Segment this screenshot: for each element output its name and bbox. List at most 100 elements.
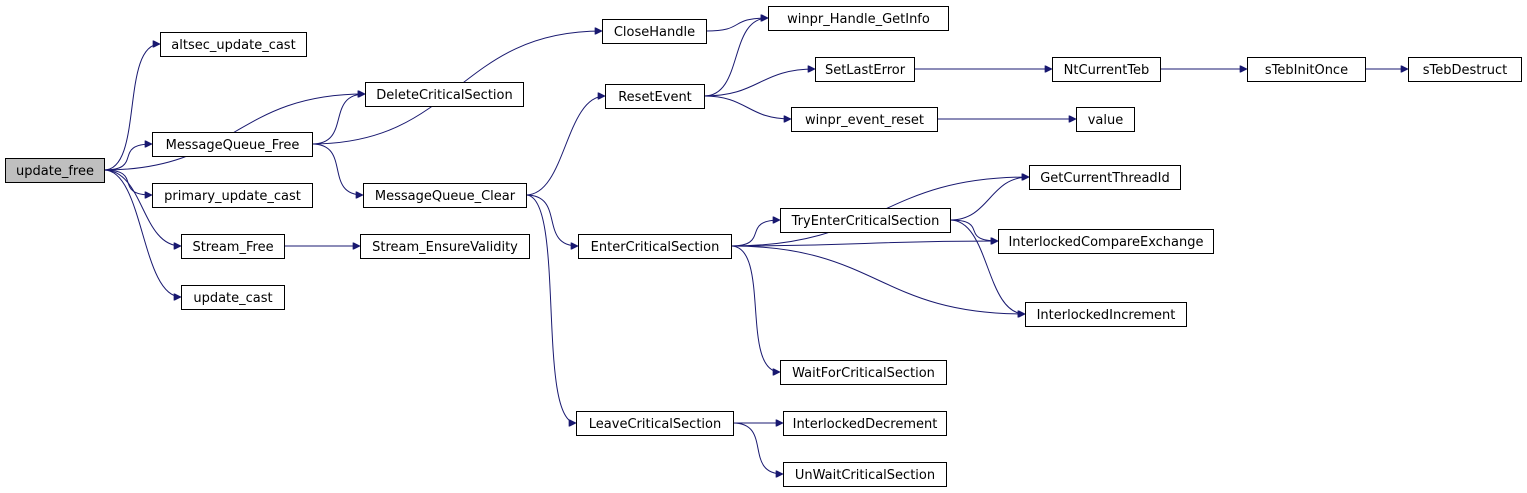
node-InterlockedIncrement[interactable]: InterlockedIncrement (1025, 302, 1187, 327)
node-box (181, 234, 285, 259)
node-update_cast[interactable]: update_cast (181, 285, 285, 310)
node-box (578, 234, 732, 259)
edge-MessageQueue_Clear-to-LeaveCriticalSection (525, 194, 576, 423)
edge-EnterCriticalSection-to-WaitForCriticalSection (730, 245, 780, 372)
node-label: ResetEvent (618, 90, 692, 105)
node-label: WaitForCriticalSection (792, 366, 935, 381)
edge-MessageQueue_Free-to-MessageQueue_Clear (311, 143, 363, 195)
node-primary_update_cast[interactable]: primary_update_cast (152, 183, 313, 208)
edge-TryEnterCriticalSection-to-InterlockedIncrement (949, 219, 1025, 314)
edge-TryEnterCriticalSection-to-InterlockedCompareExchange (949, 219, 998, 241)
node-EnterCriticalSection[interactable]: EnterCriticalSection (578, 234, 732, 259)
node-box (363, 183, 527, 208)
node-Stream_Free[interactable]: Stream_Free (181, 234, 285, 259)
edge-TryEnterCriticalSection-to-GetCurrentThreadId (949, 177, 1029, 221)
node-winpr_event_reset[interactable]: winpr_event_reset (791, 107, 938, 132)
node-InterlockedCompareExchange[interactable]: InterlockedCompareExchange (998, 229, 1214, 254)
node-box (780, 208, 951, 233)
node-WaitForCriticalSection[interactable]: WaitForCriticalSection (780, 360, 947, 385)
node-InterlockedDecrement[interactable]: InterlockedDecrement (783, 411, 947, 436)
node-label: UnWaitCriticalSection (795, 468, 935, 483)
edge-ResetEvent-to-SetLastError (703, 69, 815, 97)
node-box (1247, 57, 1366, 82)
node-label: TryEnterCriticalSection (791, 214, 940, 229)
node-altsec_update_cast[interactable]: altsec_update_cast (160, 32, 307, 57)
node-layer: update_free altsec_update_castDeleteCriti… (5, 6, 1522, 487)
node-box (605, 84, 705, 109)
edge-update_free-to-MessageQueue_Free (103, 144, 152, 171)
node-box (1025, 302, 1187, 327)
node-label: NtCurrentTeb (1064, 63, 1150, 78)
node-TryEnterCriticalSection[interactable]: TryEnterCriticalSection (780, 208, 951, 233)
node-label: InterlockedIncrement (1037, 308, 1176, 323)
node-UnWaitCriticalSection[interactable]: UnWaitCriticalSection (783, 462, 947, 487)
edge-MessageQueue_Clear-to-ResetEvent (525, 96, 605, 196)
node-box (181, 285, 285, 310)
node-box (1029, 165, 1181, 190)
node-update_free[interactable]: update_free (5, 158, 105, 183)
edge-ResetEvent-to-winpr_Handle_GetInfo (703, 18, 768, 97)
node-box (160, 32, 307, 57)
node-label: update_free (16, 164, 94, 179)
node-label: LeaveCriticalSection (589, 417, 721, 432)
node-box (815, 57, 915, 82)
node-box (783, 462, 947, 487)
node-label: InterlockedCompareExchange (1008, 235, 1203, 250)
node-box (998, 229, 1214, 254)
node-label: GetCurrentThreadId (1040, 171, 1170, 186)
edge-EnterCriticalSection-to-InterlockedIncrement (730, 245, 1025, 314)
node-box (602, 19, 707, 44)
edge-EnterCriticalSection-to-InterlockedCompareExchange (730, 241, 998, 247)
node-label: EnterCriticalSection (591, 240, 720, 255)
node-label: winpr_event_reset (805, 113, 924, 128)
node-box (5, 158, 105, 183)
node-box (152, 132, 313, 157)
node-label: Stream_Free (192, 240, 273, 255)
node-box (576, 411, 734, 436)
node-label: DeleteCriticalSection (376, 88, 512, 103)
node-box (1052, 57, 1161, 82)
node-sTebInitOnce[interactable]: sTebInitOnce (1247, 57, 1366, 82)
node-box (360, 234, 530, 259)
node-label: MessageQueue_Clear (375, 189, 516, 204)
node-label: sTebDestruct (1423, 63, 1507, 78)
node-box (780, 360, 947, 385)
edge-update_free-to-Stream_Free (103, 169, 181, 246)
edge-MessageQueue_Free-to-DeleteCriticalSection (311, 94, 365, 145)
node-ResetEvent[interactable]: ResetEvent (605, 84, 705, 109)
node-label: SetLastError (825, 63, 906, 78)
edge-CloseHandle-to-winpr_Handle_GetInfo (705, 18, 768, 32)
node-box (1076, 107, 1135, 132)
node-label: value (1088, 113, 1124, 128)
node-label: update_cast (193, 291, 272, 306)
node-GetCurrentThreadId[interactable]: GetCurrentThreadId (1029, 165, 1181, 190)
node-box (365, 82, 524, 107)
node-label: InterlockedDecrement (793, 417, 938, 432)
node-CloseHandle[interactable]: CloseHandle (602, 19, 707, 44)
node-label: Stream_EnsureValidity (372, 240, 518, 255)
node-Stream_EnsureValidity[interactable]: Stream_EnsureValidity (360, 234, 530, 259)
node-winpr_Handle_GetInfo[interactable]: winpr_Handle_GetInfo (768, 6, 949, 31)
node-label: winpr_Handle_GetInfo (787, 12, 930, 27)
node-label: primary_update_cast (164, 189, 301, 204)
node-NtCurrentTeb[interactable]: NtCurrentTeb (1052, 57, 1161, 82)
node-MessageQueue_Clear[interactable]: MessageQueue_Clear (363, 183, 527, 208)
node-box (783, 411, 947, 436)
edge-MessageQueue_Clear-to-EnterCriticalSection (525, 194, 578, 246)
node-label: CloseHandle (614, 25, 695, 40)
node-DeleteCriticalSection[interactable]: DeleteCriticalSection (365, 82, 524, 107)
node-label: altsec_update_cast (171, 38, 295, 53)
node-MessageQueue_Free[interactable]: MessageQueue_Free (152, 132, 313, 157)
node-LeaveCriticalSection[interactable]: LeaveCriticalSection (576, 411, 734, 436)
edge-layer (103, 18, 1408, 474)
edge-update_free-to-altsec_update_cast (103, 44, 160, 171)
node-box (791, 107, 938, 132)
edge-ResetEvent-to-winpr_event_reset (703, 95, 791, 119)
edge-update_free-to-update_cast (103, 169, 181, 297)
node-SetLastError[interactable]: SetLastError (815, 57, 915, 82)
node-sTebDestruct[interactable]: sTebDestruct (1408, 57, 1522, 82)
node-label: MessageQueue_Free (166, 138, 300, 153)
node-box (1408, 57, 1522, 82)
node-value[interactable]: value (1076, 107, 1135, 132)
